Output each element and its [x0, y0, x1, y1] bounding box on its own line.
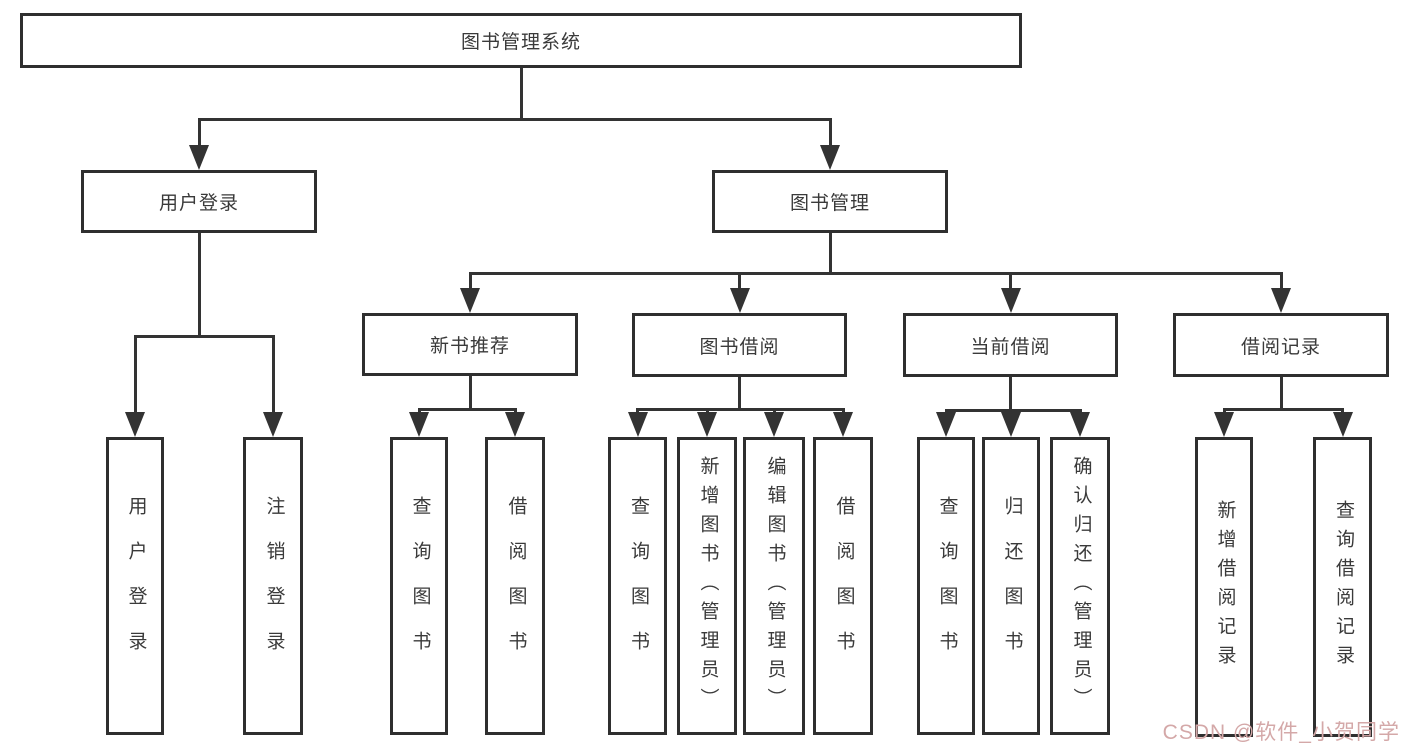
arrowhead-down-icon: [1214, 412, 1234, 437]
node-label-library-management-system: 图书管理系统: [460, 32, 581, 53]
node-label-book-management: 图书管理: [789, 193, 870, 214]
arrowhead-down-icon: [125, 412, 145, 437]
connector-vline: [513, 408, 517, 414]
node-label-user-login: 用户登录: [158, 193, 239, 214]
arrowhead-down-icon: [460, 288, 480, 313]
node-query-books-borrowing: 查询图书: [608, 437, 667, 735]
arrowhead-down-icon: [820, 145, 840, 170]
node-query-borrow-record: 查询借阅记录: [1313, 437, 1372, 737]
node-current-borrowing: 当前借阅: [903, 313, 1118, 377]
node-label-borrow-books-recommend: 借阅图书: [505, 496, 527, 676]
connector-vline: [197, 118, 201, 147]
connector-vline: [133, 335, 137, 414]
node-logout-op: 注销登录: [243, 437, 303, 735]
arrowhead-down-icon: [764, 412, 784, 437]
node-label-add-book-admin: 新增图书（管理员）: [697, 455, 719, 717]
node-new-book-recommendation: 新书推荐: [362, 313, 578, 376]
arrowhead-down-icon: [1070, 412, 1090, 437]
connector-vline: [468, 376, 472, 411]
node-edit-book-admin: 编辑图书（管理员）: [743, 437, 805, 735]
node-borrowing-records: 借阅记录: [1173, 313, 1389, 377]
arrowhead-down-icon: [1332, 412, 1353, 437]
connector-vline: [1009, 377, 1012, 412]
connector-vline: [705, 408, 709, 414]
connector-vline: [197, 233, 201, 338]
connector-vline: [738, 272, 741, 290]
connector-vline: [944, 409, 948, 414]
node-confirm-return-admin: 确认归还（管理员）: [1050, 437, 1110, 735]
node-add-book-admin: 新增图书（管理员）: [677, 437, 737, 735]
arrowhead-down-icon: [729, 288, 750, 313]
arrowhead-down-icon: [697, 412, 717, 437]
arrowhead-down-icon: [833, 412, 853, 437]
node-borrow-books-recommend: 借阅图书: [485, 437, 545, 735]
connector-vline: [828, 233, 832, 275]
node-label-query-borrow-record: 查询借阅记录: [1332, 500, 1354, 674]
arrowhead-down-icon: [936, 412, 956, 437]
node-borrow-books-op: 借阅图书: [813, 437, 873, 735]
node-query-books-recommend: 查询图书: [390, 437, 448, 735]
connector-vline: [1279, 272, 1283, 290]
node-library-management-system: 图书管理系统: [20, 13, 1022, 68]
node-user-login-op: 用户登录: [106, 437, 164, 735]
connector-vline: [519, 68, 523, 121]
connector-vline: [1341, 408, 1344, 414]
node-label-logout-op: 注销登录: [263, 496, 285, 676]
node-add-borrow-record: 新增借阅记录: [1195, 437, 1253, 737]
connector-hline: [636, 408, 845, 411]
connector-vline: [271, 335, 275, 414]
connector-vline: [738, 377, 741, 411]
arrowhead-down-icon: [409, 412, 429, 437]
node-label-borrow-books-op: 借阅图书: [833, 496, 855, 676]
node-label-query-books-current: 查询图书: [936, 496, 958, 676]
connector-vline: [1279, 377, 1283, 411]
arrowhead-down-icon: [1000, 288, 1021, 313]
node-label-user-login-op: 用户登录: [125, 496, 147, 676]
node-user-login: 用户登录: [81, 170, 317, 233]
connector-vline: [828, 118, 832, 147]
node-label-confirm-return-admin: 确认归还（管理员）: [1070, 455, 1092, 717]
connector-hline: [417, 408, 517, 411]
node-label-book-borrowing: 图书借阅: [699, 336, 780, 358]
node-label-new-book-recommendation: 新书推荐: [429, 336, 510, 357]
connector-vline: [1222, 408, 1226, 414]
arrowhead-down-icon: [189, 145, 209, 170]
connector-hline: [197, 118, 832, 121]
connector-vline: [1078, 409, 1082, 414]
connector-hline: [944, 409, 1082, 412]
node-book-management: 图书管理: [712, 170, 948, 233]
node-label-borrowing-records: 借阅记录: [1240, 336, 1321, 358]
connector-vline: [468, 272, 472, 290]
watermark: CSDN @软件_小贺同学: [1162, 721, 1400, 744]
connector-vline: [1009, 272, 1012, 290]
arrowhead-down-icon: [627, 412, 648, 437]
node-label-query-books-borrowing: 查询图书: [627, 496, 649, 676]
node-query-books-current: 查询图书: [917, 437, 975, 735]
node-label-edit-book-admin: 编辑图书（管理员）: [764, 455, 786, 717]
connector-vline: [772, 408, 776, 414]
node-label-current-borrowing: 当前借阅: [970, 336, 1051, 358]
connector-hline: [1222, 408, 1344, 411]
connector-vline: [1009, 409, 1013, 414]
arrowhead-down-icon: [505, 412, 525, 437]
connector-hline: [468, 272, 1283, 275]
connector-hline: [133, 335, 275, 338]
connector-vline: [841, 408, 845, 414]
node-book-borrowing: 图书借阅: [632, 313, 847, 377]
arrowhead-down-icon: [1001, 412, 1021, 437]
node-label-add-borrow-record: 新增借阅记录: [1214, 500, 1236, 674]
node-return-books: 归还图书: [982, 437, 1040, 735]
node-label-return-books: 归还图书: [1001, 496, 1023, 676]
arrowhead-down-icon: [1271, 288, 1291, 313]
connector-vline: [636, 408, 639, 414]
node-label-query-books-recommend: 查询图书: [409, 496, 431, 676]
arrowhead-down-icon: [263, 412, 283, 437]
connector-vline: [417, 408, 421, 414]
